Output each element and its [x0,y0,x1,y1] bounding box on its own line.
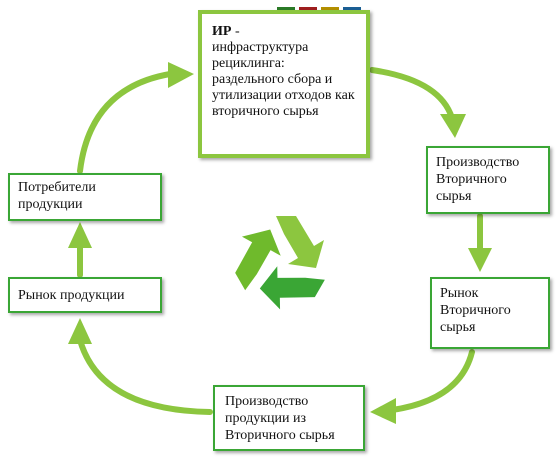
arrow-consumers-to-ir [77,71,173,174]
arrow-ir-to-production [369,67,455,121]
ir-dash: - [231,24,240,39]
recycle-icon [235,216,325,310]
cycle-arrows [77,67,483,415]
ir-abbreviation: ИР [212,24,232,39]
arrowhead-5 [68,222,92,248]
consumers-label: Потребители продукции [18,180,96,212]
arrowhead-4 [68,318,92,344]
arrow-prodfrom-to-market [77,337,213,415]
arrowhead-2 [468,248,492,272]
arrowhead-3 [370,398,396,424]
arrowhead-6 [168,62,194,88]
market-products-box: Рынок продукции [8,277,162,313]
market-secondary-label: Рынок Вторичного сырья [440,286,511,335]
ir-box: ИР - инфраструктура рециклинга: раздельн… [198,10,370,158]
market-secondary-box: Рынок Вторичного сырья [430,277,550,349]
ir-description: инфраструктура рециклинга: раздельного с… [212,40,355,119]
arrow-heads [68,62,492,424]
arrowhead-1 [440,114,466,138]
production-secondary-label: Производство Вторичного сырья [436,155,520,204]
production-from-secondary-label: Производство продукции из Вторичного сыр… [225,394,335,443]
market-products-label: Рынок продукции [18,288,125,303]
production-from-secondary-box: Производство продукции из Вторичного сыр… [213,385,365,451]
production-secondary-box: Производство Вторичного сырья [426,146,550,214]
consumers-box: Потребители продукции [8,173,162,221]
arrow-market-to-prodfrom [389,349,475,413]
